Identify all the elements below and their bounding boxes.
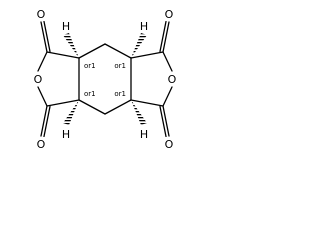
- hydrogen-bottom-right: H: [140, 128, 148, 141]
- hydrogen-top-left: H: [62, 20, 70, 33]
- bond-ring-top-right: [104, 43, 132, 59]
- double-bond-top-right-a: [162, 21, 170, 53]
- bond-left-lower-co: [37, 86, 48, 107]
- oxygen-carbonyl-bottom-right: O: [165, 138, 174, 151]
- stereo-label-c2: or1: [84, 90, 96, 98]
- bond-ring-bottom-right: [104, 99, 132, 115]
- stereo-label-c3: or1: [114, 62, 126, 70]
- bond-right-lower-co: [162, 86, 173, 107]
- double-bond-bottom-right-a: [162, 105, 170, 137]
- double-bond-top-right-b: [159, 20, 167, 53]
- bond-lines: [37, 20, 173, 138]
- hashed-wedge-bottom-right: [131, 100, 147, 125]
- oxygen-carbonyl-top-left: O: [37, 8, 46, 21]
- atom-label-backgrounds: [34, 8, 176, 150]
- bond-right-c3-carbonyl: [130, 51, 164, 59]
- stereo-label-c1: or1: [84, 62, 96, 70]
- hydrogen-bottom-left: H: [62, 128, 70, 141]
- oxygen-ring-right: O: [168, 73, 177, 86]
- bond-left-upper-co: [37, 51, 48, 72]
- hashed-wedge-top-right: [131, 33, 147, 58]
- hashed-wedge-bottom-left: [63, 100, 79, 125]
- hashed-wedge-top-left: [63, 33, 79, 58]
- hydrogen-top-right: H: [140, 20, 148, 33]
- bond-ring-bottom-left: [78, 99, 106, 115]
- double-bond-bottom-left-b: [43, 105, 51, 138]
- stereo-label-c4: or1: [114, 90, 126, 98]
- oxygen-carbonyl-top-right: O: [165, 8, 174, 21]
- oxygen-carbonyl-bottom-left: O: [37, 138, 46, 151]
- bond-right-upper-co: [162, 51, 173, 72]
- double-bond-top-left-a: [40, 21, 48, 53]
- double-bond-bottom-right-b: [159, 105, 167, 138]
- hashed-wedges: [63, 33, 147, 125]
- bond-left-c1-carbonyl: [46, 51, 80, 59]
- bond-right-c4-carbonyl: [130, 99, 164, 107]
- double-bond-bottom-left-a: [40, 105, 48, 137]
- bond-ring-top-left: [78, 43, 106, 59]
- bond-left-c2-carbonyl: [46, 99, 80, 107]
- oxygen-ring-left: O: [34, 73, 43, 86]
- double-bond-top-left-b: [43, 20, 51, 53]
- structural-formula: O O O O O O H H H H or1 or1 or1 or1: [34, 8, 177, 151]
